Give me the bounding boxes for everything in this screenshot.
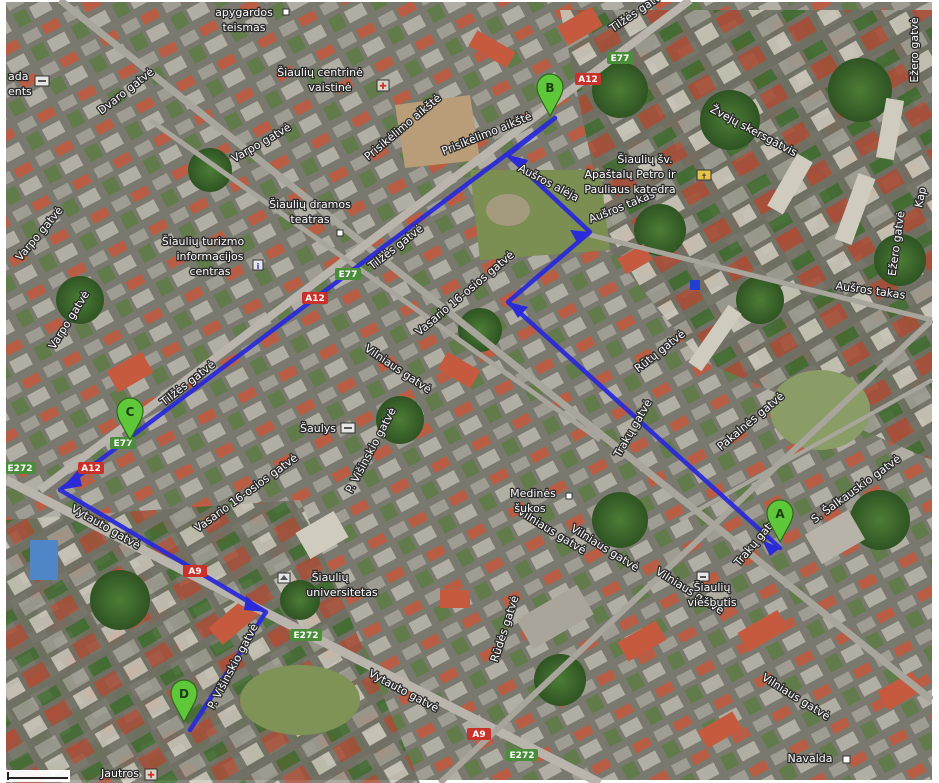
- marker-a[interactable]: A: [766, 499, 794, 544]
- poi-label: Šiaulių: [694, 581, 731, 594]
- scale-bar: [6, 770, 70, 782]
- road-shield: E272: [4, 462, 36, 474]
- road-shield: A9: [467, 728, 491, 740]
- hotel-icon: [34, 75, 50, 87]
- route-markers: A B C D: [116, 73, 794, 724]
- svg-text:A9: A9: [472, 730, 485, 740]
- satellite-imagery: [3, 0, 935, 783]
- svg-text:A12: A12: [81, 464, 101, 474]
- poi-label: Navalda: [788, 752, 833, 765]
- poi-label: universitetas: [306, 586, 378, 599]
- svg-text:A12: A12: [578, 75, 598, 85]
- svg-text:C: C: [126, 405, 135, 419]
- poi-label: Šiaulių šv.: [617, 153, 672, 166]
- road-shield: E77: [335, 268, 361, 280]
- road-shield: A12: [302, 292, 328, 304]
- poi-label: ada: [8, 70, 28, 83]
- svg-text:E272: E272: [294, 631, 319, 641]
- poi-label: Šiaulių dramos: [269, 198, 351, 211]
- svg-text:A12: A12: [305, 294, 325, 304]
- frame-right: [933, 0, 939, 783]
- svg-text:✝: ✝: [701, 172, 708, 181]
- poi-label: Šiaulių turizmo: [162, 235, 245, 248]
- svg-text:✚: ✚: [379, 82, 387, 92]
- route-arrow: [762, 540, 780, 556]
- route-arrow: [570, 230, 590, 244]
- road-shield: A12: [78, 462, 104, 474]
- poi-square-icon: [336, 229, 344, 237]
- poi-label: Pauliaus katedra: [584, 183, 675, 196]
- road-shield: A9: [183, 565, 207, 577]
- marker-b[interactable]: B: [536, 73, 564, 118]
- pharmacy-icon: ✚: [376, 79, 390, 92]
- svg-text:E77: E77: [114, 439, 133, 449]
- svg-text:E77: E77: [611, 54, 630, 64]
- poi-label: Medinės: [510, 487, 556, 500]
- marker-d[interactable]: D: [170, 679, 198, 724]
- poi-label: šukos: [514, 502, 545, 515]
- poi-label: apygardos: [215, 6, 273, 19]
- svg-text:E77: E77: [339, 270, 358, 280]
- church-icon: ✝: [696, 169, 712, 181]
- road-shield: E272: [506, 749, 538, 761]
- svg-text:A: A: [775, 507, 785, 521]
- poi-square-icon: [565, 492, 573, 500]
- street-label: Ežero gatvė: [908, 17, 921, 83]
- road-shield: E77: [607, 52, 633, 64]
- poi-square-icon: [842, 755, 851, 764]
- road-shield: A12: [575, 73, 601, 85]
- poi-label: Šiaulių: [312, 571, 349, 584]
- road-shield: E272: [290, 629, 322, 641]
- street-label: Kap: [912, 186, 929, 209]
- poi-label: teismas: [222, 21, 265, 34]
- route-arrows: [60, 155, 780, 612]
- frame-left: [0, 0, 6, 783]
- poi-label: Šiaulių centrinė: [277, 66, 363, 79]
- poi-label: informacijos: [176, 250, 243, 263]
- poi-label: Apaštalų Petro ir: [585, 168, 676, 181]
- info-icon: i: [252, 259, 264, 271]
- university-icon: [277, 572, 291, 584]
- svg-text:D: D: [179, 687, 189, 701]
- poi-label: Šaulys: [300, 422, 336, 435]
- poi-labels: apygardos teismas Šiaulių centrinė vaist…: [7, 5, 851, 781]
- poi-label: teatras: [290, 213, 329, 226]
- poi-label: Jautros: [100, 767, 139, 780]
- road-shield: E77: [110, 437, 136, 449]
- route-arrow: [244, 596, 266, 612]
- svg-text:B: B: [545, 81, 554, 95]
- poi-label: centras: [189, 265, 230, 278]
- route-polyline: [57, 115, 783, 733]
- poi-label: vaistinė: [308, 81, 351, 94]
- poi-label: ents: [8, 85, 32, 98]
- svg-text:E272: E272: [510, 751, 535, 761]
- svg-text:✚: ✚: [147, 771, 155, 781]
- svg-text:i: i: [257, 262, 260, 271]
- pharmacy-icon: ✚: [144, 768, 158, 781]
- svg-text:E272: E272: [8, 464, 33, 474]
- poi-label: viešbutis: [687, 596, 736, 609]
- route-arrow: [508, 155, 528, 170]
- poi-square-icon: [282, 8, 290, 16]
- marker-c[interactable]: C: [116, 397, 144, 442]
- svg-text:A9: A9: [188, 567, 201, 577]
- route-arrow: [508, 302, 528, 318]
- hotel-icon: [696, 571, 710, 582]
- hotel-icon: [340, 422, 356, 434]
- route-arrow: [60, 470, 82, 490]
